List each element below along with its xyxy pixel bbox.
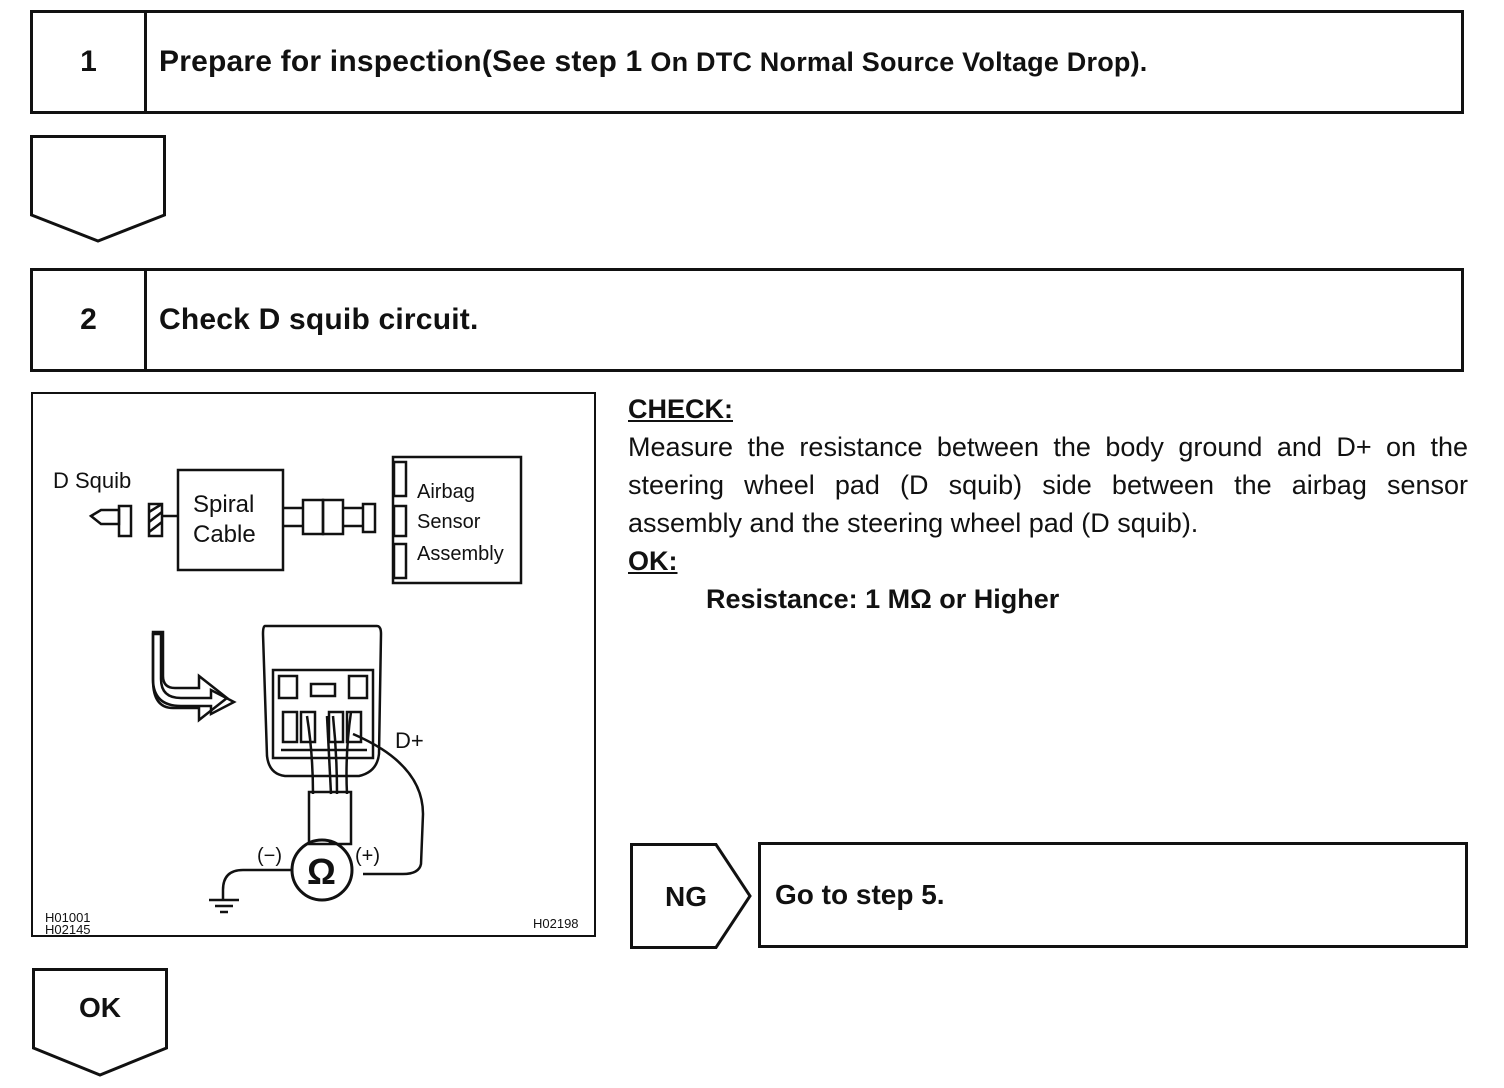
ng-result-box: Go to step 5. [758, 842, 1468, 948]
step-title-main: Prepare for inspection(See step 1 [159, 45, 643, 78]
ok-label: OK [79, 992, 121, 1023]
cable-label: Cable [193, 521, 256, 548]
step-title: Check D squib circuit. [159, 303, 479, 336]
sensor-label: Sensor [417, 511, 481, 533]
figure-code-left-2: H02145 [45, 922, 91, 937]
ng-label: NG [665, 881, 707, 912]
d-plus-label: D+ [395, 728, 424, 753]
ohm-icon: Ω [307, 851, 336, 892]
step-2-box: 2 Check D squib circuit. [30, 268, 1464, 372]
step-title: Prepare for inspection(See step 1 On DTC… [147, 13, 1461, 111]
check-heading: CHECK: [628, 394, 733, 424]
check-section: CHECK: Measure the resistance between th… [628, 390, 1468, 618]
ng-arrow: NG [630, 843, 754, 956]
assembly-label: Assembly [417, 543, 504, 565]
plus-terminal-label: (+) [355, 845, 380, 867]
step-1-box: 1 Prepare for inspection(See step 1 On D… [30, 10, 1464, 114]
ng-result-text: Go to step 5. [775, 879, 945, 910]
ok-arrow: OK [32, 968, 172, 1080]
d-squib-label: D Squib [53, 468, 131, 493]
figure-code-left-1: H01001 [45, 910, 91, 925]
step-number: 2 [33, 271, 147, 369]
circuit-diagram: D Squib Spiral Cable Airbag Sensor Assem… [45, 455, 579, 937]
resistance-spec: Resistance: 1 MΩ or Higher [706, 584, 1060, 614]
check-instructions: Measure the resistance between the body … [628, 432, 1468, 538]
down-arrow-connector [30, 135, 170, 245]
step-number: 1 [33, 13, 147, 111]
ok-heading: OK: [628, 546, 678, 576]
minus-terminal-label: (−) [257, 845, 282, 867]
airbag-label: Airbag [417, 481, 475, 503]
figure-code-right: H02198 [533, 916, 579, 931]
circuit-figure: D Squib Spiral Cable Airbag Sensor Assem… [31, 392, 596, 937]
step-title-reference: On DTC Normal Source Voltage Drop). [650, 46, 1148, 77]
spiral-label: Spiral [193, 491, 254, 518]
